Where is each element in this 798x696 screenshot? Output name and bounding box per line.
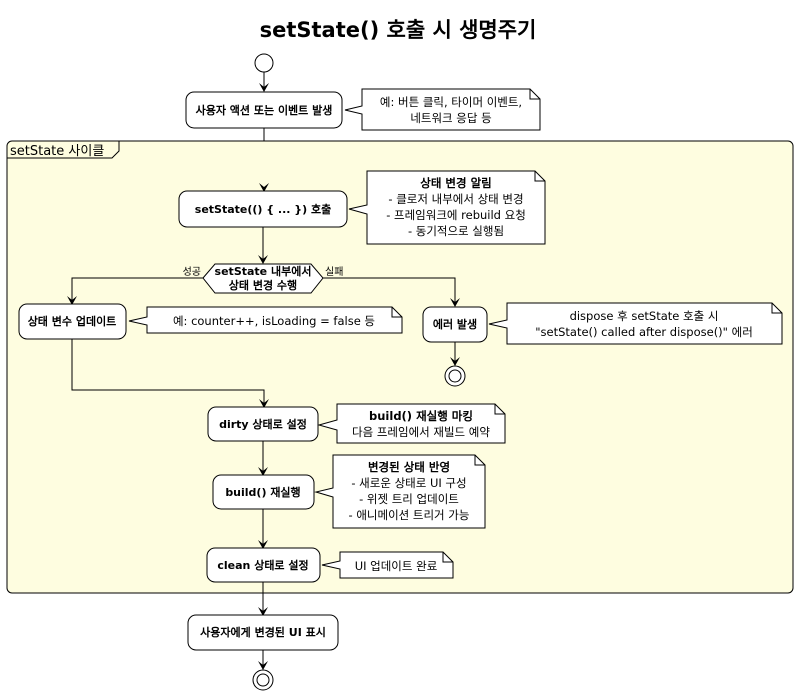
branch-label-failure: 실패 [325,266,343,278]
activity-label: dirty 상태로 설정 [219,417,307,431]
activity-label: 에러 발생 [433,317,477,331]
decision-node: setState 내부에서 상태 변경 수행 성공 실패 [183,263,343,294]
note-line: "setState() called after dispose()" 에러 [535,325,753,339]
note-user-action: 예: 버튼 클릭, 타이머 이벤트, 네트워크 응답 등 [344,88,541,131]
activity-label: clean 상태로 설정 [217,558,308,572]
branch-label-success: 성공 [183,266,201,278]
note-line: - 동기적으로 실행됨 [408,224,504,238]
note-line: 예: counter++, isLoading = false 등 [173,314,375,328]
activity-build: build() 재실행 [212,474,315,510]
activity-update-vars: 상태 변수 업데이트 [18,303,127,340]
arrowhead-icon [258,607,268,616]
note-clean: UI 업데이트 완료 [321,551,454,579]
arrowhead-icon [67,296,77,305]
arrowhead-icon [259,399,269,408]
note-line: - 새로운 상태로 UI 구성 [351,476,466,490]
note-heading: 상태 변경 알림 [420,176,492,190]
arrowhead-icon [450,298,460,307]
activity-label: 사용자에게 변경된 UI 표시 [200,625,326,639]
note-dirty: build() 재실행 마킹 다음 프레임에서 재빌드 예약 [317,403,506,444]
activity-error: 에러 발생 [422,306,488,343]
activity-label: 상태 변수 업데이트 [28,314,117,328]
note-heading: build() 재실행 마킹 [369,409,473,423]
start-node-icon [254,53,274,73]
decision-line: setState 내부에서 [215,264,312,278]
note-line: - 위젯 트리 업데이트 [359,492,459,506]
note-heading: 변경된 상태 반영 [368,460,450,474]
arrowhead-icon [259,83,269,92]
activity-user-action: 사용자 액션 또는 이벤트 발생 [185,91,343,129]
edge-failure-branch [323,277,456,305]
activity-clean: clean 상태로 설정 [206,547,321,583]
frame-label: setState 사이클 [10,144,104,159]
note-line: dispose 후 setState 호출 시 [570,309,719,323]
note-line: - 클로저 내부에서 상태 변경 [388,192,523,206]
note-line: UI 업데이트 완료 [355,559,438,573]
arrowhead-icon [258,255,268,264]
arrowhead-icon [258,661,268,670]
note-setstate-call: 상태 변경 알림 - 클로저 내부에서 상태 변경 - 프레임워크에 rebui… [348,170,546,245]
note-error: dispose 후 setState 호출 시 "setState() call… [488,302,783,345]
activity-label: setState(() { ... }) 호출 [195,202,331,216]
arrowhead-icon [258,467,268,476]
note-line: 네트워크 응답 등 [410,111,491,125]
note-line: 다음 프레임에서 재빌드 예약 [352,425,490,439]
end-node-icon [252,669,274,691]
activity-setstate-call: setState(() { ... }) 호출 [178,190,348,228]
frame-setstate-cycle: setState 사이클 [6,140,794,594]
end-node-error-icon [444,365,466,387]
edge-update-to-dirty [71,339,265,406]
activity-label: 사용자 액션 또는 이벤트 발생 [196,103,333,117]
note-line: - 프레임워크에 rebuild 요청 [386,208,526,222]
edge-success-branch [71,277,203,303]
note-line: 예: 버튼 클릭, 타이머 이벤트, [380,95,522,109]
arrowhead-icon [450,357,460,366]
activity-show-ui: 사용자에게 변경된 UI 표시 [187,614,339,651]
diagram-title: setState() 호출 시 생명주기 [260,18,537,42]
note-update-vars: 예: counter++, isLoading = false 등 [128,306,403,334]
note-build: 변경된 상태 반영 - 새로운 상태로 UI 구성 - 위젯 트리 업데이트 -… [314,454,486,529]
activity-label: build() 재실행 [225,485,300,499]
arrowhead-icon [259,183,269,192]
arrowhead-icon [258,540,268,549]
activity-dirty: dirty 상태로 설정 [207,406,319,442]
decision-line: 상태 변경 수행 [229,278,297,292]
note-line: - 애니메이션 트리거 가능 [349,508,470,522]
